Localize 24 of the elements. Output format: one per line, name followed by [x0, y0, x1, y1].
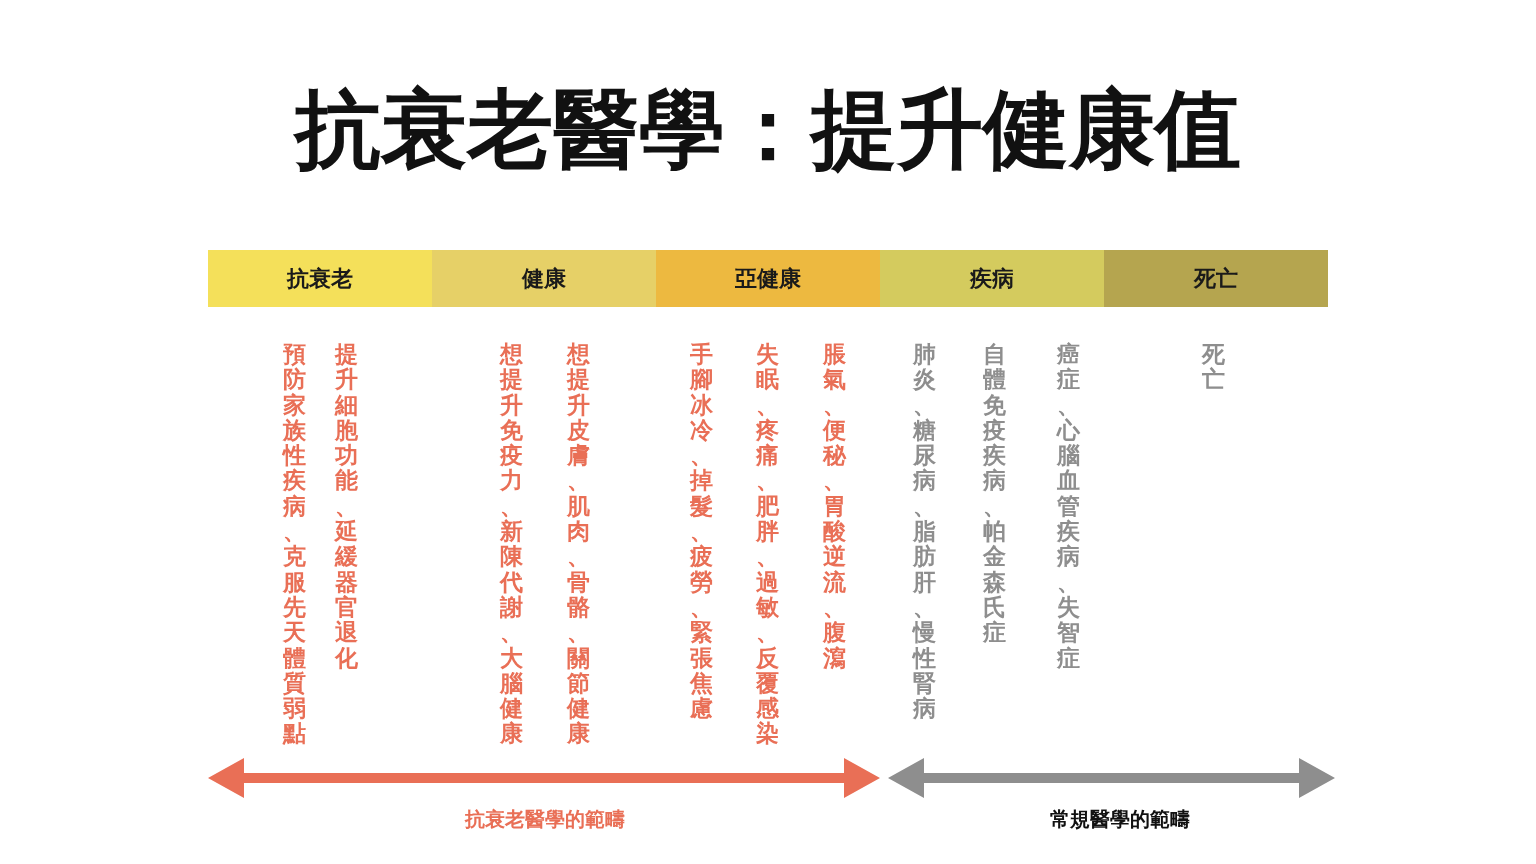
band-label: 健康 [522, 264, 566, 293]
category-band [1104, 250, 1328, 307]
range-caption: 常規醫學的範疇 [1050, 806, 1190, 833]
vertical-text: 自體免疫疾病、帕金森氏症 [982, 342, 1006, 646]
vertical-text: 想提升皮膚、肌肉、骨骼、關節健康 [566, 342, 590, 747]
vertical-text: 手腳冰冷、掉髮、疲勞、緊張焦慮 [689, 342, 713, 722]
vertical-text: 提升細胞功能、延緩器官退化 [334, 342, 358, 671]
category-band [208, 250, 432, 307]
band-label: 死亡 [1194, 264, 1238, 293]
category-band [656, 250, 880, 307]
vertical-text: 脹氣、便秘、胃酸逆流、腹瀉 [822, 342, 846, 671]
category-band [432, 250, 656, 307]
band-label: 抗衰老 [287, 264, 353, 293]
vertical-text: 癌症、心腦血管疾病、失智症 [1056, 342, 1080, 671]
vertical-text: 失眠、疼痛、肥胖、過敏、反覆感染 [755, 342, 779, 747]
title: 抗衰老醫學：提升健康值 [292, 80, 1242, 179]
band-label: 疾病 [970, 264, 1014, 293]
vertical-text: 想提升免疫力、新陳代謝、大腦健康 [499, 342, 523, 747]
vertical-text: 肺炎、糖尿病、脂肪肝、慢性腎病 [912, 342, 936, 722]
category-band [880, 250, 1104, 307]
vertical-text: 死亡 [1201, 342, 1225, 393]
vertical-text: 預防家族性疾病、克服先天體質弱點 [282, 342, 306, 747]
band-label: 亞健康 [735, 264, 801, 293]
range-caption: 抗衰老醫學的範疇 [465, 806, 625, 833]
